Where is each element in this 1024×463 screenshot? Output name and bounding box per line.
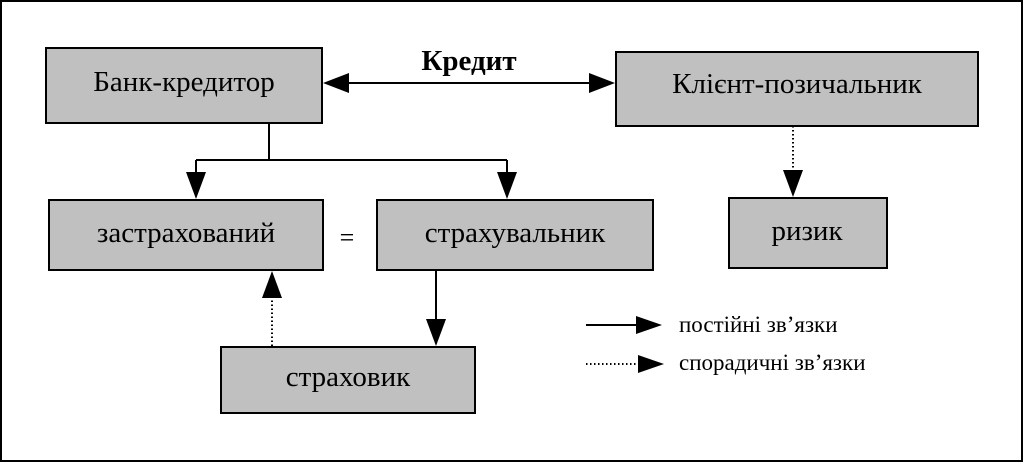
arrowhead-down-icon (426, 319, 446, 346)
node-bank-box (45, 47, 323, 124)
node-client-box (615, 51, 979, 127)
node-risk-label: ризик (771, 215, 843, 247)
node-underwriter-label: страховик (286, 361, 411, 393)
node-client-label: Клієнт-позичальник (672, 68, 923, 100)
legend-permanent-label: постійні зв’язки (679, 312, 838, 337)
node-bank-label: Банк-кредитор (93, 66, 274, 98)
legend-solid-arrow-icon (636, 316, 662, 334)
node-insured-box (48, 199, 324, 271)
arrowhead-down-icon (497, 172, 517, 199)
node-risk-box (728, 197, 888, 269)
legend-dotted-arrow-icon (638, 355, 664, 373)
node-insurer-box (376, 199, 654, 271)
edge-credit-label: Кредит (421, 45, 516, 77)
node-insured-label: застрахований (97, 217, 275, 249)
equals-sign: = (340, 223, 355, 252)
arrowhead-left-icon (323, 73, 349, 93)
arrowhead-up-icon (262, 271, 282, 298)
legend-sporadic-label: спорадичні зв’язки (679, 350, 866, 375)
arrowhead-down-icon (186, 172, 206, 199)
arrowhead-right-icon (589, 73, 615, 93)
arrowhead-down-icon (783, 170, 803, 197)
node-insurer-label: страхувальник (425, 217, 606, 249)
node-underwriter-box (220, 346, 476, 414)
